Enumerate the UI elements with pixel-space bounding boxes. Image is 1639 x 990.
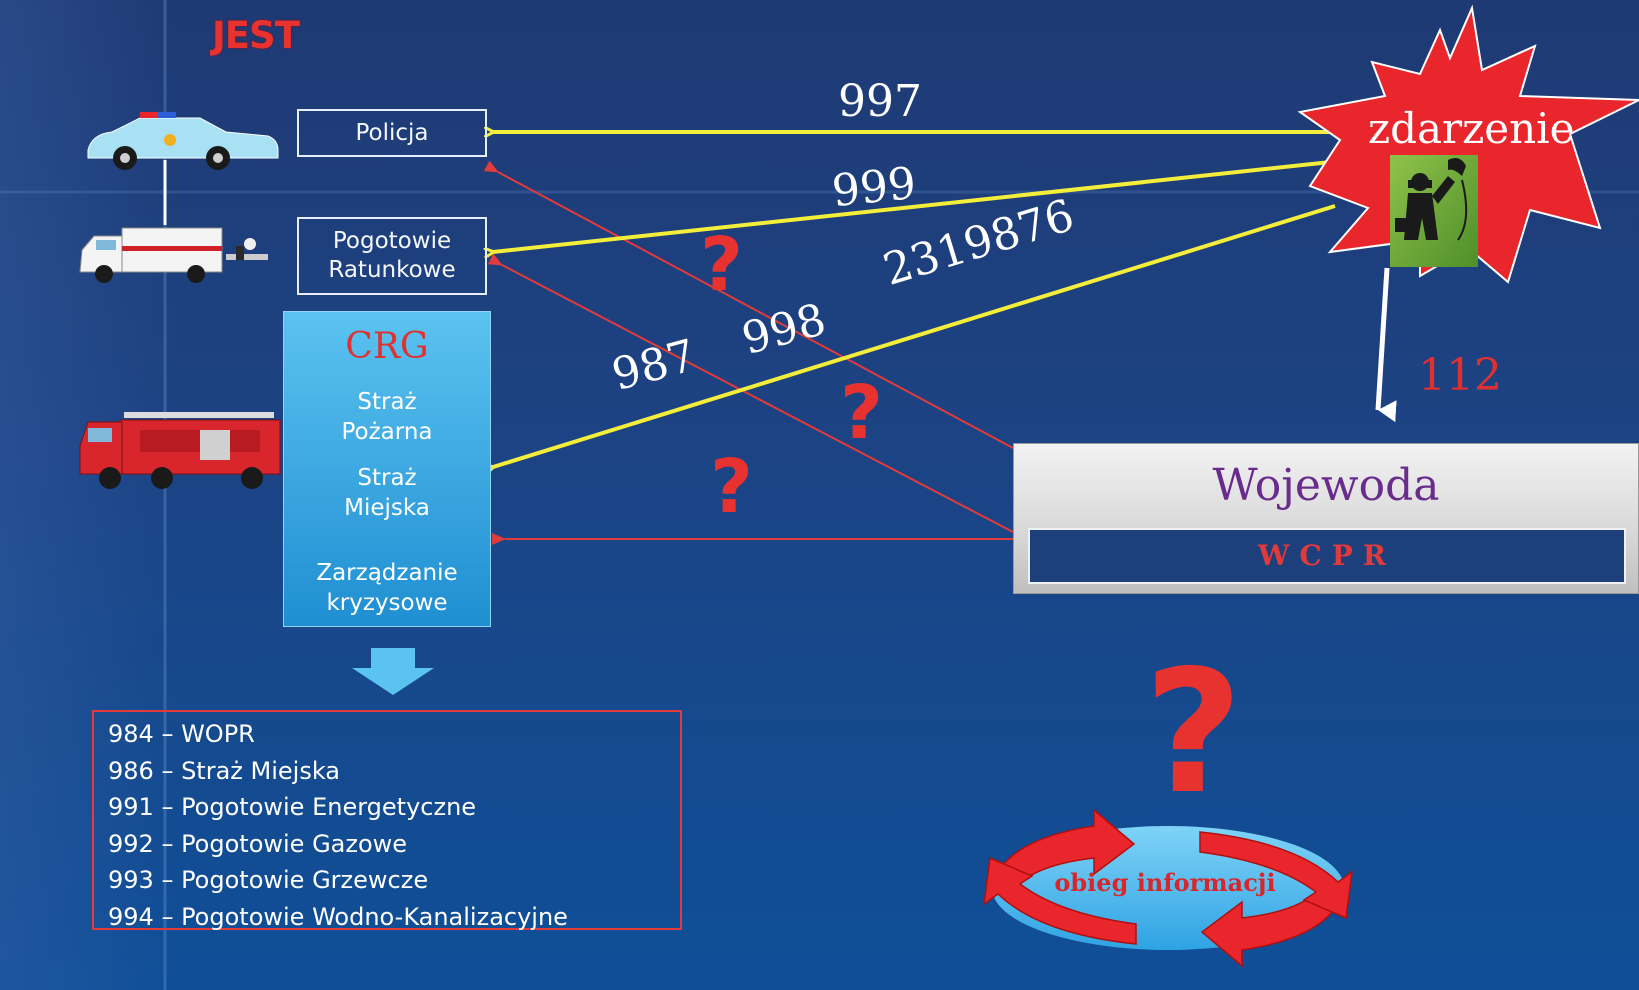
phone-caller-icon: [1390, 155, 1478, 267]
question-mark-3: ?: [710, 444, 753, 530]
wojewoda-panel: Wojewoda WCPR: [1013, 443, 1639, 594]
crg-item-straz-pozarna: Straż Pożarna: [341, 389, 433, 445]
crg-title: CRG: [345, 326, 429, 367]
policja-label: Policja: [355, 119, 429, 146]
arrow-2319876: [493, 204, 1336, 467]
cycle-arrows-icon: [983, 808, 1353, 968]
crg-item-straz-miejska: Straż Miejska: [344, 465, 430, 521]
ambulance-icon: [79, 227, 268, 283]
question-mark-2: ?: [840, 370, 883, 456]
arrow-112: [1375, 267, 1397, 423]
event-label: zdarzenie: [1368, 104, 1575, 153]
crg-panel: CRG Straż Pożarna Straż Miejska Zarządza…: [283, 311, 491, 627]
policja-box: Policja: [297, 109, 487, 157]
number-997: 997: [838, 76, 922, 127]
emergency-codes-list: 984 – WOPR 986 – Straż Miejska 991 – Pog…: [92, 710, 682, 931]
red-line-policja: [483, 160, 1014, 449]
background-stripe: [0, 0, 175, 990]
number-999: 999: [829, 157, 919, 218]
pogotowie-box: Pogotowie Ratunkowe: [297, 217, 487, 295]
obieg-question-mark: ?: [1144, 634, 1243, 832]
arrow-999: [493, 156, 1369, 252]
crg-item-zarzadzanie: Zarządzanie kryzysowe: [316, 560, 458, 616]
wcpr-bar: WCPR: [1028, 528, 1626, 584]
number-112: 112: [1418, 350, 1502, 401]
police-car-icon: [87, 112, 279, 170]
pogotowie-label: Pogotowie Ratunkowe: [328, 228, 456, 283]
list-item: 993 – Pogotowie Grzewcze: [108, 866, 429, 894]
obieg-label: obieg informacji: [1054, 868, 1276, 897]
status-heading: JEST: [212, 14, 300, 57]
list-item: 986 – Straż Miejska: [108, 756, 341, 785]
down-arrow-icon: [352, 648, 434, 695]
list-item: 992 – Pogotowie Gazowe: [108, 829, 408, 858]
wojewoda-title: Wojewoda: [1212, 460, 1440, 511]
fire-truck-icon: [79, 412, 281, 489]
question-mark-1: ?: [700, 222, 743, 308]
list-item: 991 – Pogotowie Energetyczne: [108, 793, 477, 821]
list-item: 994 – Pogotowie Wodno-Kanalizacyjne: [108, 902, 568, 931]
list-item: 984 – WOPR: [108, 720, 255, 748]
red-line-pogotowie: [487, 253, 1014, 533]
